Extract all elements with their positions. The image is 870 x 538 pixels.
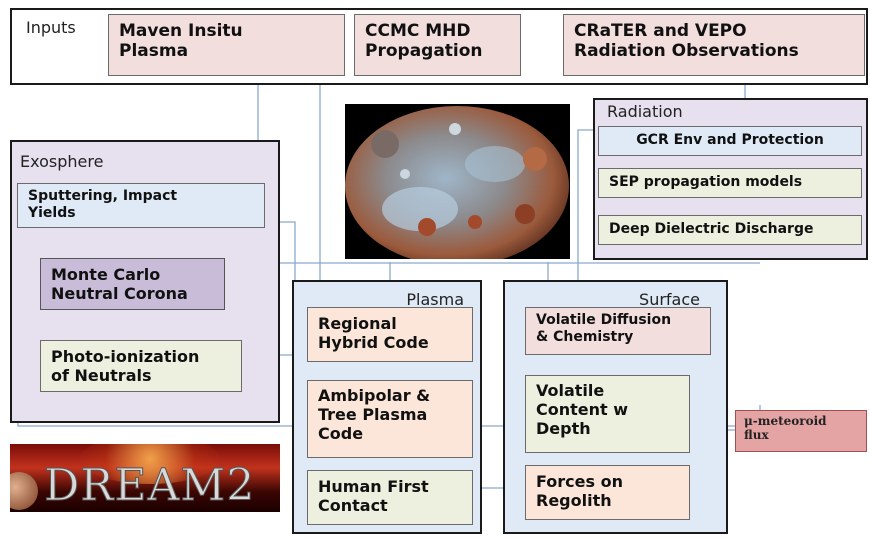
deep-dielectric-discharge-box: Deep Dielectric Discharge <box>598 215 862 245</box>
exosphere-label: Exosphere <box>20 152 104 171</box>
gcr-env-protection-box: GCR Env and Protection <box>598 126 862 156</box>
moon-image <box>345 104 570 259</box>
ambipolar-tree-plasma-box: Ambipolar & Tree Plasma Code <box>307 380 473 458</box>
surface-label: Surface <box>639 290 700 309</box>
volatile-diffusion-box: Volatile Diffusion & Chemistry <box>525 307 711 355</box>
dream2-logo: DREAM2 <box>10 444 280 512</box>
moon-illustration <box>345 106 569 259</box>
logo-glow <box>80 444 220 484</box>
human-first-contact-box: Human First Contact <box>307 470 473 525</box>
meteoroid-flux-box: μ-meteoroid flux <box>735 410 867 452</box>
sputtering-impact-yields-box: Sputtering, Impact Yields <box>17 183 265 228</box>
maven-insitu-plasma-box: Maven Insitu Plasma <box>108 14 345 76</box>
forces-on-regolith-box: Forces on Regolith <box>525 465 690 520</box>
crater-vepo-radiation-box: CRaTER and VEPO Radiation Observations <box>563 14 865 76</box>
plasma-label: Plasma <box>406 290 464 309</box>
photo-ionization-box: Photo-ionization of Neutrals <box>40 340 242 392</box>
radiation-label: Radiation <box>607 102 683 121</box>
volatile-content-depth-box: Volatile Content w Depth <box>525 375 690 453</box>
sep-propagation-box: SEP propagation models <box>598 168 862 198</box>
ccmc-mhd-propagation-box: CCMC MHD Propagation <box>354 14 521 76</box>
logo-text: DREAM2 <box>43 460 256 512</box>
inputs-label: Inputs <box>26 18 76 37</box>
monte-carlo-corona-box: Monte Carlo Neutral Corona <box>40 258 225 310</box>
logo-planet <box>10 472 38 510</box>
regional-hybrid-code-box: Regional Hybrid Code <box>307 307 473 362</box>
